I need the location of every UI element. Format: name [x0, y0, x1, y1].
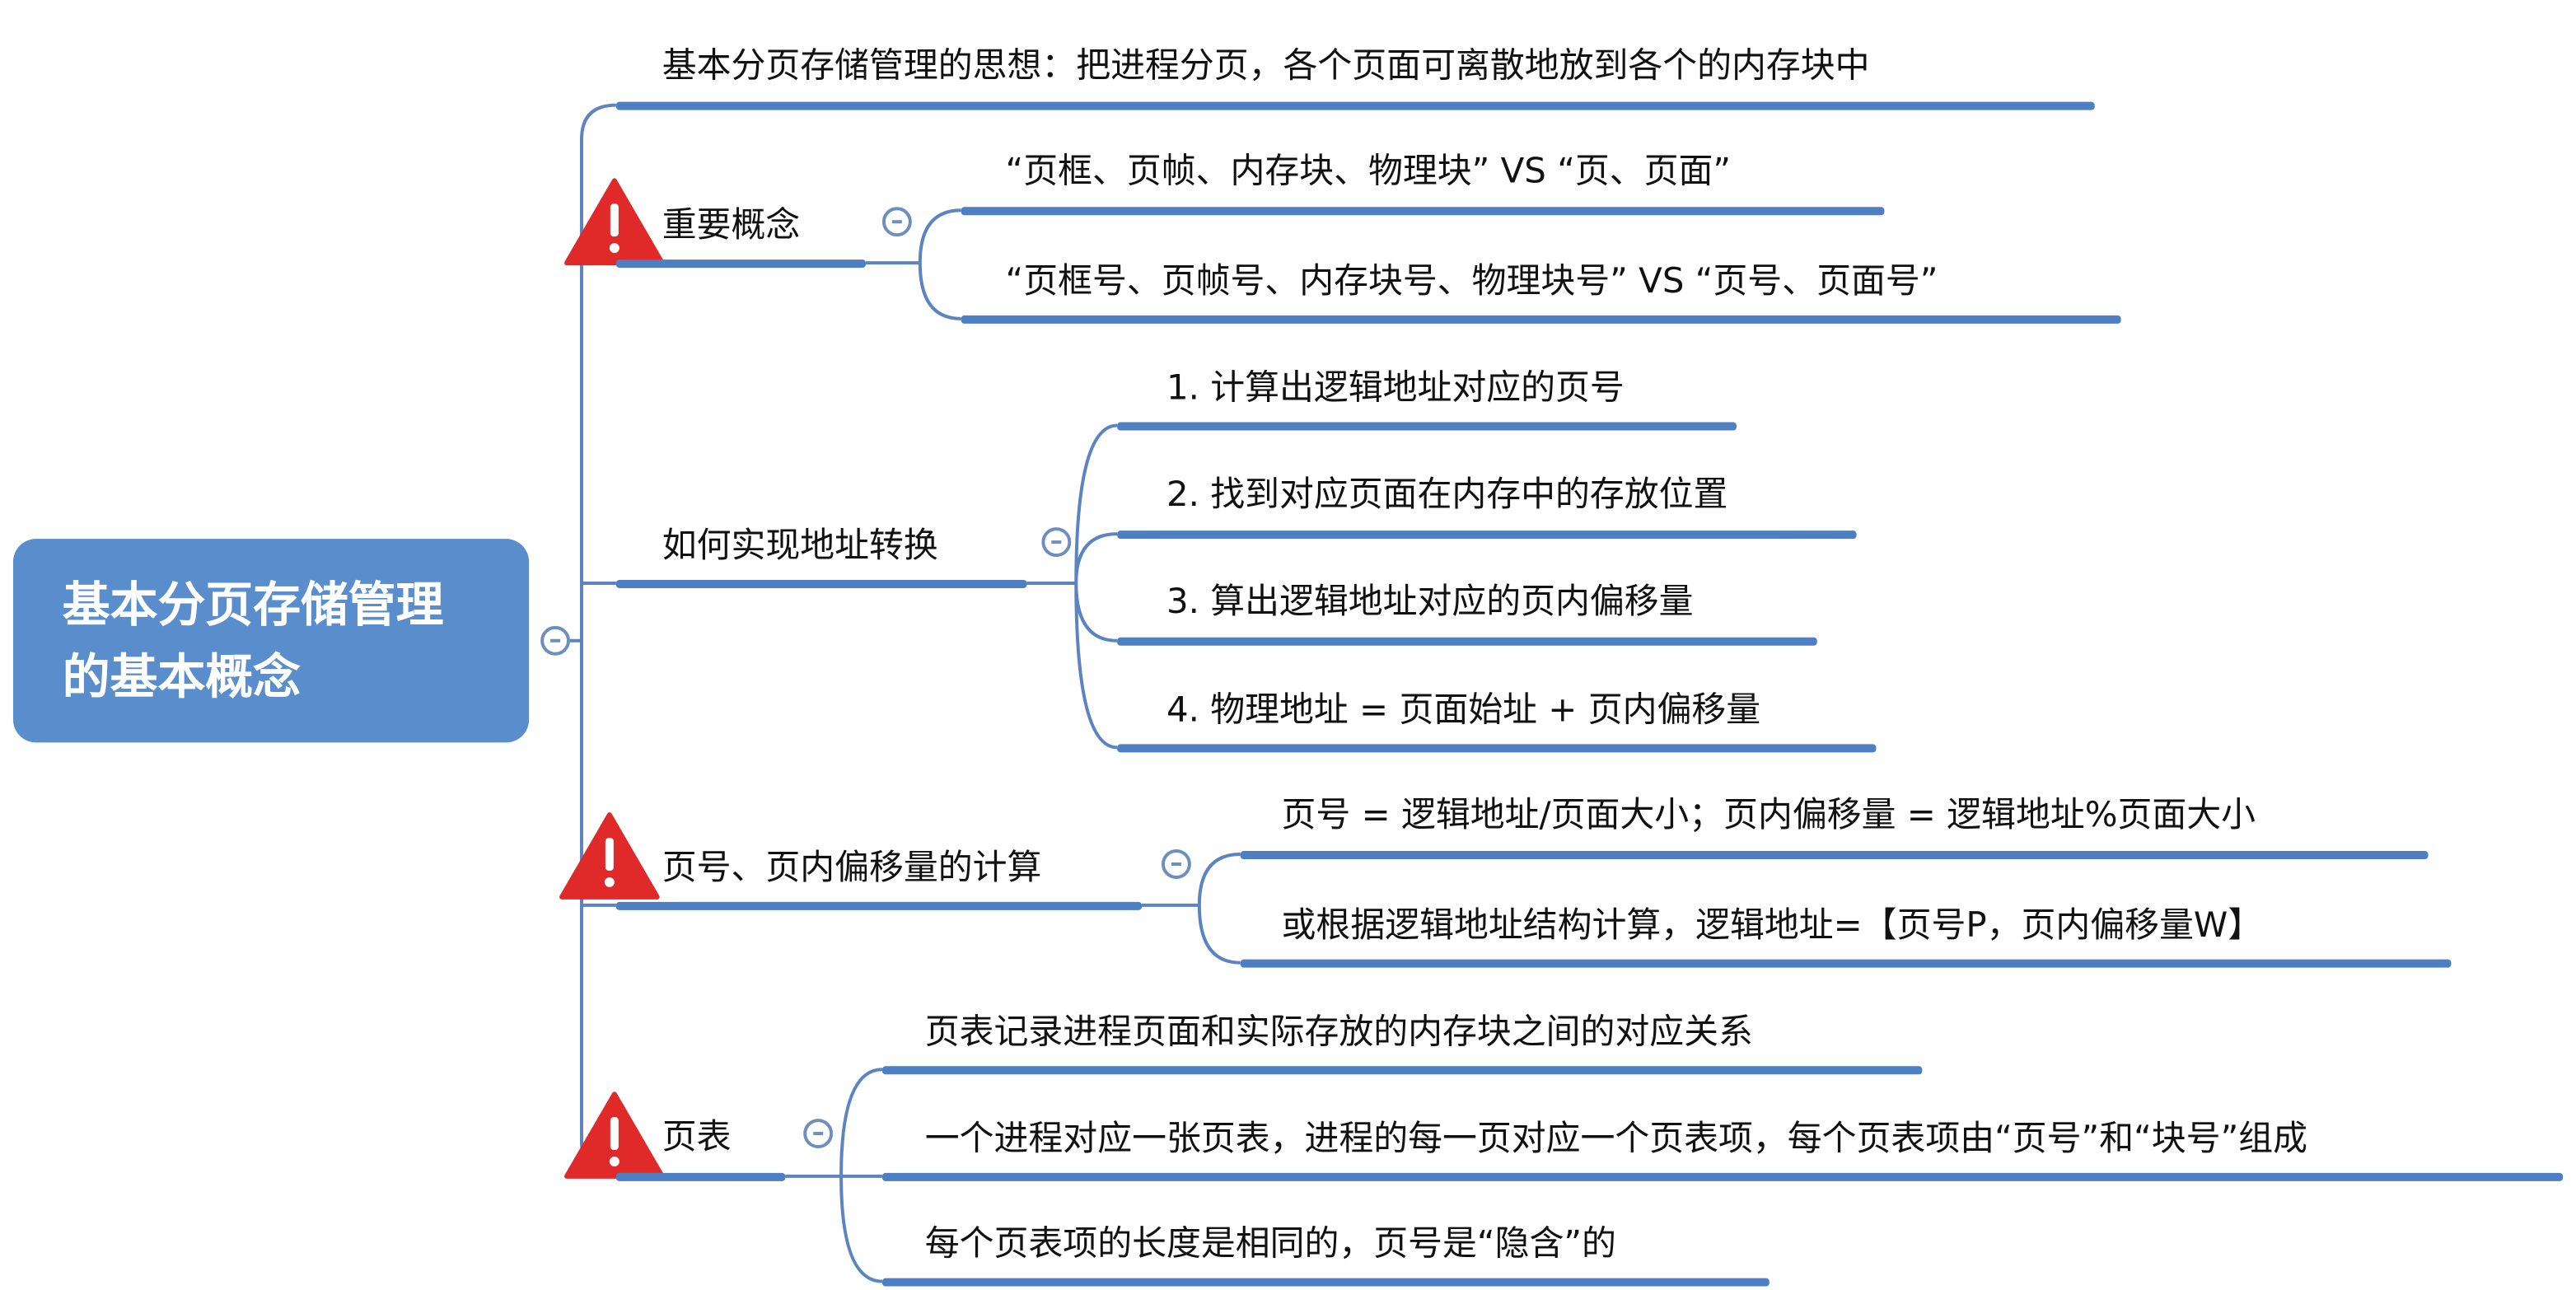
- translation-step[interactable]: 1. 计算出逻辑地址对应的页号: [1166, 367, 1625, 408]
- collapse-page-offset-calc-button[interactable]: [1161, 849, 1191, 879]
- translation-step[interactable]: 4. 物理地址 = 页面始址 + 页内偏移量: [1166, 689, 1761, 730]
- child-underline: [881, 1278, 1770, 1287]
- child-underline: [961, 207, 1885, 216]
- child-underline: [1117, 637, 1817, 646]
- branch-address-translation[interactable]: 如何实现地址转换: [662, 526, 938, 566]
- branch-idea[interactable]: 基本分页存储管理的思想：把进程分页，各个页面可离散地放到各个的内存块中: [662, 45, 1870, 86]
- calc-item[interactable]: 或根据逻辑地址结构计算，逻辑地址=【页号P，页内偏移量W】: [1281, 904, 2263, 945]
- branch-underline: [615, 579, 1027, 588]
- branch-page-offset-calc[interactable]: 页号、页内偏移量的计算: [662, 848, 1042, 887]
- translation-step[interactable]: 2. 找到对应页面在内存中的存放位置: [1166, 474, 1728, 515]
- collapse-important-concepts-button[interactable]: [881, 207, 912, 237]
- branch-underline: [615, 901, 1143, 910]
- branch-underline: [615, 1172, 786, 1181]
- branch-underline: [615, 259, 866, 269]
- root-topic-line2: 的基本概念: [62, 648, 301, 705]
- child-underline: [1117, 530, 1857, 540]
- warning-icon: [564, 1091, 665, 1179]
- page-table-item[interactable]: 页表记录进程页面和实际存放的内存块之间的对应关系: [924, 1012, 1753, 1052]
- root-topic[interactable]: 基本分页存储管理 的基本概念: [12, 539, 530, 743]
- warning-icon: [564, 178, 665, 266]
- branch-underline: [615, 101, 2095, 110]
- child-underline: [1240, 851, 2429, 860]
- root-topic-line1: 基本分页存储管理: [62, 576, 444, 633]
- child-underline: [881, 1066, 1923, 1075]
- calc-item[interactable]: 页号 = 逻辑地址/页面大小；页内偏移量 = 逻辑地址%页面大小: [1281, 795, 2256, 835]
- concept-item[interactable]: “页框、页帧、内存块、物理块” VS “页、页面”: [1005, 151, 1732, 191]
- concept-item[interactable]: “页框号、页帧号、内存块号、物理块号” VS “页号、页面号”: [1005, 261, 1938, 301]
- collapse-page-table-button[interactable]: [803, 1119, 834, 1149]
- collapse-root-button[interactable]: [540, 625, 571, 656]
- child-underline: [1117, 744, 1877, 753]
- child-underline: [961, 315, 2121, 324]
- child-underline: [1240, 959, 2452, 968]
- child-underline: [881, 1172, 2564, 1181]
- child-underline: [1117, 422, 1737, 431]
- collapse-address-translation-button[interactable]: [1041, 527, 1072, 558]
- warning-icon: [559, 812, 660, 900]
- page-table-item[interactable]: 一个进程对应一张页表，进程的每一页对应一个页表项，每个页表项由“页号”和“块号”…: [924, 1119, 2308, 1158]
- translation-step[interactable]: 3. 算出逻辑地址对应的页内偏移量: [1166, 581, 1694, 621]
- page-table-item[interactable]: 每个页表项的长度是相同的，页号是“隐含”的: [924, 1223, 1616, 1264]
- branch-important-concepts[interactable]: 重要概念: [662, 205, 801, 245]
- branch-page-table[interactable]: 页表: [662, 1117, 732, 1157]
